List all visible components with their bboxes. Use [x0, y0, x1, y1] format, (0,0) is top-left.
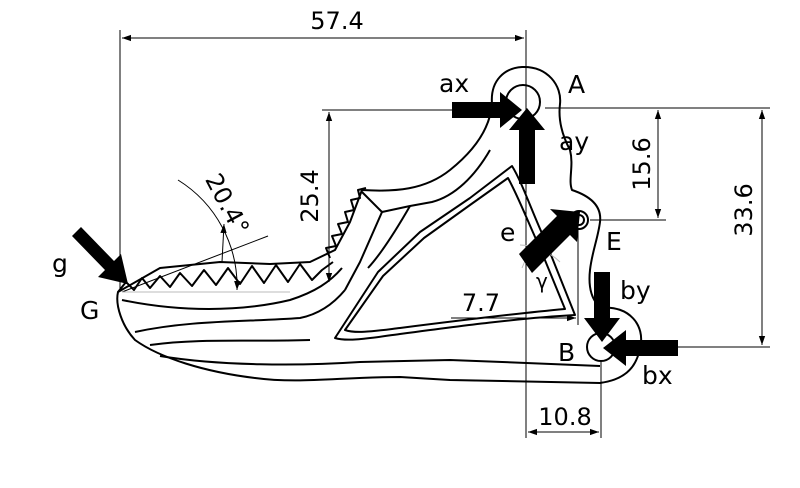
force-ax-arrow — [452, 92, 522, 128]
force-labels: ax ay e by bx g γ — [52, 69, 673, 390]
force-e-arrow — [519, 209, 580, 273]
force-e-label: e — [500, 218, 515, 247]
force-bx-label: bx — [642, 361, 673, 390]
dim-offset-b: 10.8 — [538, 403, 591, 431]
force-arrows — [72, 92, 678, 366]
force-ay-arrow — [509, 108, 545, 184]
angle-gamma-label: γ — [536, 269, 548, 293]
point-b-label: B — [558, 338, 575, 367]
force-bx-arrow — [603, 330, 678, 366]
dim-height-left: 25.4 — [296, 169, 324, 222]
dim-total-width: 57.4 — [310, 7, 363, 35]
dim-offset-e: 7.7 — [462, 289, 500, 317]
force-by-label: by — [620, 276, 651, 305]
dim-tooth-angle: 20.4° — [199, 169, 254, 240]
force-g-arrow — [72, 227, 128, 284]
point-e-label: E — [606, 227, 622, 256]
point-labels: A E B G — [80, 70, 622, 367]
force-by-arrow — [584, 272, 620, 342]
dim-height-a-e: 15.6 — [628, 137, 656, 190]
force-ax-label: ax — [439, 69, 469, 98]
force-ay-label: ay — [559, 127, 589, 156]
force-g-label: g — [52, 249, 68, 278]
dimension-labels: 57.4 25.4 15.6 33.6 7.7 10.8 20.4° — [199, 7, 758, 431]
dim-height-total: 33.6 — [730, 183, 758, 236]
point-g-label: G — [80, 296, 99, 325]
point-a-label: A — [568, 70, 585, 99]
